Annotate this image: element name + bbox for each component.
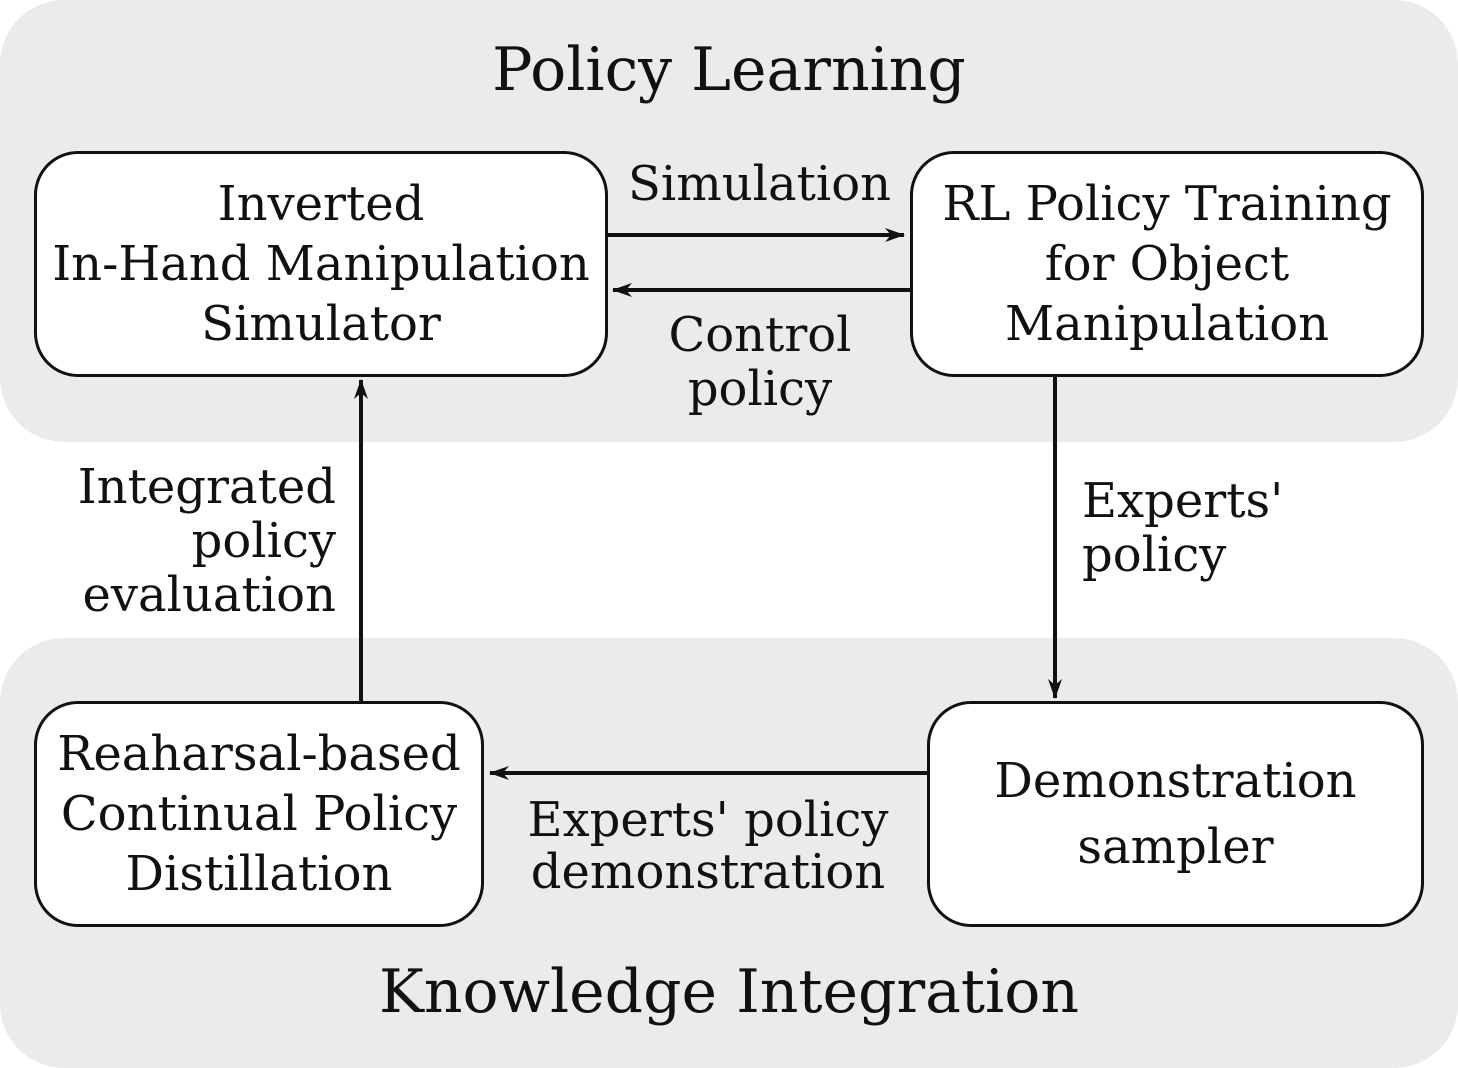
rl-policy-training-node-line: Manipulation (1004, 296, 1330, 352)
simulator-node-line: Inverted (217, 176, 425, 232)
experts-policy-label-line: policy (1082, 527, 1227, 583)
control-policy-label-line: Control (668, 307, 852, 363)
demonstration-sampler-node-line: sampler (1077, 819, 1274, 875)
experts-demonstration-label: Experts' policy demonstration (508, 794, 908, 898)
simulator-node-line: Simulator (201, 296, 441, 352)
experts-policy-label-line: Experts' (1082, 473, 1284, 529)
integrated-evaluation-label-line: policy (191, 513, 336, 569)
policy-distillation-node-line: Continual Policy (60, 786, 458, 842)
rl-policy-training-node: RL Policy Training for Object Manipulati… (910, 151, 1424, 377)
integrated-evaluation-label-line: Integrated (77, 459, 336, 515)
simulation-label: Simulation (628, 156, 892, 212)
simulator-node-line: In-Hand Manipulation (52, 236, 590, 292)
knowledge-integration-title: Knowledge Integration (379, 957, 1079, 1027)
control-policy-label-line: policy (687, 361, 833, 417)
experts-policy-label: Experts' policy (1082, 474, 1342, 582)
policy-distillation-node-line: Reaharsal-based (57, 726, 461, 782)
simulation-label-line: Simulation (628, 156, 892, 212)
demonstration-sampler-node-line: Demonstration (994, 753, 1357, 809)
demonstration-sampler-node: Demonstration sampler (927, 701, 1424, 927)
rl-policy-training-node-line: RL Policy Training (942, 176, 1392, 232)
integrated-evaluation-label: Integrated policy evaluation (40, 460, 336, 622)
control-policy-label: Control policy (650, 308, 870, 416)
rl-policy-training-node-line: for Object (1044, 236, 1290, 292)
simulator-node: Inverted In-Hand Manipulation Simulator (34, 151, 608, 377)
experts-demonstration-label-line: demonstration (530, 844, 886, 900)
experts-demonstration-label-line: Experts' policy (527, 792, 889, 848)
policy-distillation-node-line: Distillation (125, 846, 393, 902)
integrated-evaluation-label-line: evaluation (82, 567, 336, 623)
policy-learning-title: Policy Learning (492, 35, 966, 105)
policy-distillation-node: Reaharsal-based Continual Policy Distill… (34, 701, 484, 927)
